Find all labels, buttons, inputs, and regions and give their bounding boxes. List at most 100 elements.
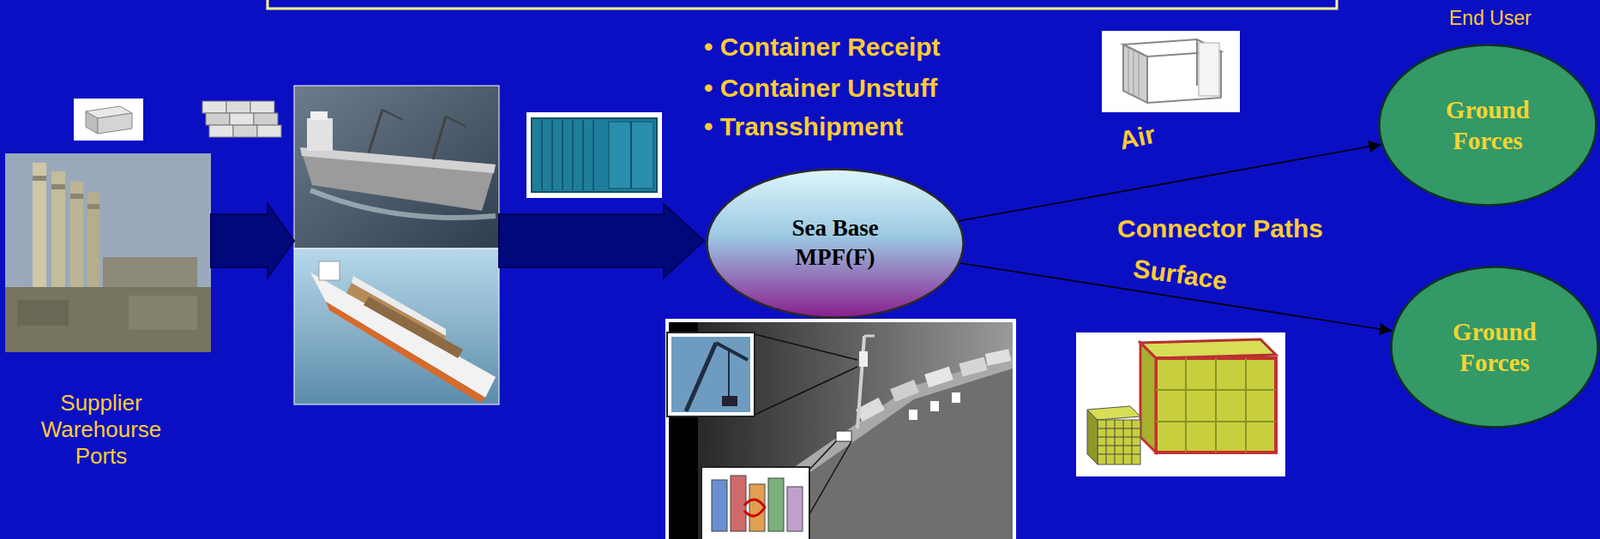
- crate-container-icon: [1087, 409, 1098, 465]
- container-frame-icon: [1101, 30, 1240, 113]
- seabase-ship-illustration: [864, 335, 875, 338]
- seabase-ship-illustration: [685, 342, 716, 412]
- seabase-ship-illustration: [809, 441, 837, 470]
- seabase-ship-illustration: [671, 336, 751, 413]
- crate-container-icon: [1131, 420, 1133, 465]
- crate-container-icon: [1155, 358, 1276, 453]
- node-text: Ground Forces: [1438, 316, 1551, 379]
- container-icon: [97, 113, 133, 134]
- seabase-ship-illustration: [715, 342, 748, 361]
- crate-container-icon: [1155, 389, 1276, 391]
- crate-container-icon: [1097, 420, 1141, 465]
- crate-container-icon: [1123, 420, 1125, 465]
- shipping-container-icon: [592, 120, 595, 191]
- container-stack-icon: [229, 113, 254, 126]
- seabase-ship-illustration: [668, 322, 1013, 539]
- shipping-container-icon: [526, 112, 662, 199]
- ship-photo: [382, 109, 404, 121]
- container-stack-icon: [233, 125, 258, 138]
- crate-container-icon: [1140, 339, 1276, 359]
- crate-container-icon: [1076, 332, 1286, 477]
- ship-render: [294, 248, 500, 405]
- seabase-ship-illustration: [701, 467, 810, 539]
- ground-forces-ellipse: Ground Forces: [1389, 265, 1600, 429]
- container-stack-icon: [226, 101, 251, 114]
- end-user-label: End User: [1449, 6, 1532, 31]
- shipping-container-icon: [526, 112, 662, 199]
- ship-photo: [368, 109, 383, 153]
- seabase-ship-illustration: [744, 499, 765, 517]
- connector-arrow: [958, 144, 1381, 222]
- seabase-ship-illustration: [775, 354, 1013, 491]
- seabase-ship-illustration: [836, 431, 852, 442]
- shipping-container-icon: [531, 118, 657, 193]
- container-frame-icon: [1133, 49, 1135, 97]
- ellipse-outline: [705, 168, 965, 319]
- seabase-ship-illustration: [857, 336, 865, 429]
- container-icon: [73, 98, 144, 141]
- title-frame: [267, 0, 1337, 9]
- ship-render: [363, 296, 464, 359]
- seabase-ship-illustration: [749, 484, 765, 532]
- ship-render: [310, 272, 496, 398]
- surface-path-label: Surface: [1131, 253, 1230, 296]
- crate-container-icon: [1076, 332, 1286, 477]
- container-frame-icon: [1128, 47, 1130, 94]
- factory-photo: [51, 184, 66, 190]
- ellipse-outline: [1377, 43, 1598, 207]
- air-path-label: Air: [1116, 120, 1158, 157]
- shipping-container-icon: [582, 120, 584, 191]
- factory-photo: [70, 181, 84, 292]
- ship-render: [294, 248, 500, 405]
- container-frame-icon: [1138, 52, 1140, 99]
- shipping-container-icon: [571, 120, 574, 191]
- ship-photo: [306, 118, 333, 151]
- container-stack-icon: [202, 101, 282, 138]
- seabase-ship-illustration: [958, 356, 987, 377]
- container-frame-icon: [1147, 97, 1222, 103]
- crate-container-icon: [1245, 358, 1247, 453]
- ship-photo: [294, 85, 500, 249]
- crate-container-icon: [1155, 421, 1276, 423]
- seabase-ship-illustration: [667, 332, 755, 417]
- shipping-container-icon: [541, 120, 543, 191]
- function-bullet: • Transshipment: [703, 112, 903, 142]
- shipping-container-icon: [561, 120, 564, 191]
- crate-container-icon: [1114, 420, 1116, 465]
- factory-photo: [5, 287, 211, 353]
- crate-container-icon: [1097, 454, 1141, 456]
- ellipse-shape: [1379, 45, 1597, 206]
- container-stack-icon: [257, 125, 282, 138]
- container-frame-icon: [1196, 39, 1198, 86]
- factory-photo: [87, 192, 100, 292]
- container-stack-icon: [202, 101, 227, 114]
- seabase-ship-illustration: [908, 409, 918, 421]
- factory-photo: [32, 175, 47, 181]
- title-frame: [267, 0, 1337, 9]
- container-frame-icon: [1198, 42, 1220, 97]
- seabase-ship-illustration: [924, 366, 953, 388]
- sea-base-ellipse: Sea Base MPF(F): [705, 168, 965, 319]
- ellipse-shape: [707, 169, 964, 319]
- flow-arrow: [499, 204, 704, 278]
- crate-container-icon: [1184, 358, 1187, 453]
- factory-photo: [102, 257, 198, 292]
- connector-paths-label: Connector Paths: [1117, 214, 1324, 244]
- ship-render: [318, 261, 340, 281]
- container-stack-icon: [205, 113, 230, 126]
- seabase-ship-illustration: [768, 478, 784, 532]
- factory-photo: [87, 204, 100, 210]
- seabase-ship-illustration: [737, 354, 1013, 539]
- container-icon: [73, 98, 144, 141]
- container-stack-icon: [250, 101, 275, 114]
- seabase-ship-illustration: [730, 475, 746, 532]
- factory-photo: [17, 300, 69, 326]
- factory-photo: [5, 153, 211, 353]
- container-icon: [85, 111, 98, 134]
- function-bullet: • Container Receipt: [703, 32, 941, 62]
- factory-photo: [70, 193, 84, 199]
- shipping-container-icon: [551, 120, 554, 191]
- shipping-container-icon: [608, 121, 654, 189]
- seabase-ship-illustration: [711, 480, 728, 532]
- seabase-ship-illustration: [754, 366, 858, 416]
